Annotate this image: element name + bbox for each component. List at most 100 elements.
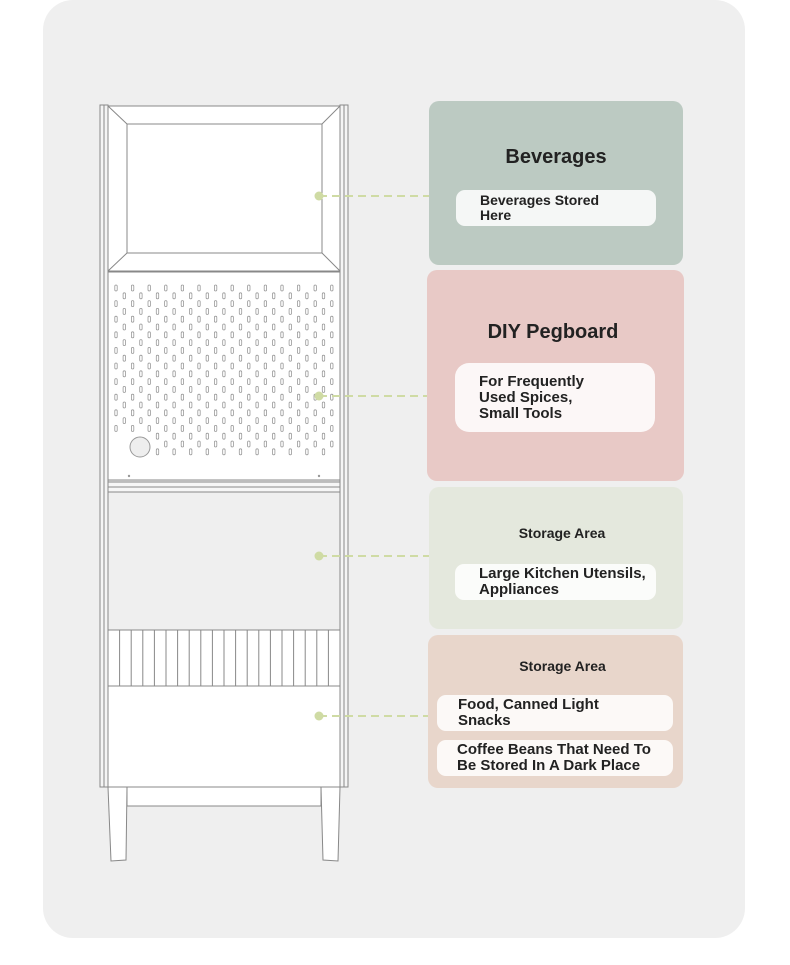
- pegboard-hole: [330, 331, 334, 339]
- pegboard-hole: [122, 417, 126, 425]
- pegboard-hole: [263, 378, 268, 386]
- pegboard-hole: [247, 346, 251, 354]
- pegboard-hole: [172, 401, 176, 409]
- pegboard-hole: [180, 393, 184, 401]
- pegboard-hole: [205, 432, 209, 440]
- pegboard-hole: [122, 354, 126, 362]
- pegboard-hole: [280, 315, 284, 323]
- pegboard-hole: [189, 448, 193, 456]
- pegboard-hole: [305, 307, 309, 315]
- pegboard-hole: [222, 417, 226, 425]
- pegboard-hole: [147, 346, 151, 354]
- pegboard-hole: [139, 292, 143, 300]
- pegboard-hole: [164, 284, 168, 292]
- pegboard-hole: [172, 385, 176, 393]
- pegboard-hole: [139, 323, 143, 331]
- pegboard-hole: [213, 300, 218, 308]
- pegboard-hole: [155, 354, 160, 362]
- pegboard-hole: [230, 362, 234, 370]
- pegboard-hole: [213, 284, 218, 292]
- pegboard-hole: [189, 307, 193, 315]
- pegboard-hole: [164, 362, 168, 370]
- pegboard-hole: [122, 323, 126, 331]
- pegboard-hole: [172, 307, 176, 315]
- pegboard-hole: [247, 315, 251, 323]
- pegboard-hole: [147, 424, 151, 432]
- pegboard-hole: [114, 393, 118, 401]
- pegboard-hole: [213, 440, 218, 448]
- pegboard-hole: [114, 378, 118, 386]
- pegboard-hole: [330, 315, 334, 323]
- pegboard-hole: [272, 448, 276, 456]
- pegboard-hole: [296, 346, 301, 354]
- pegboard-hole: [180, 315, 184, 323]
- pegboard-hole: [288, 401, 292, 409]
- pegboard-hole: [222, 292, 226, 300]
- pegboard-hole: [321, 339, 326, 347]
- pegboard-hole: [330, 378, 334, 386]
- card-title: Beverages: [505, 146, 607, 168]
- pegboard-hole: [164, 331, 168, 339]
- pegboard-hole: [155, 385, 160, 393]
- pegboard-hole: [247, 362, 251, 370]
- pegboard-hole: [197, 409, 201, 417]
- pegboard-hole: [263, 300, 268, 308]
- pegboard-hole: [130, 300, 135, 308]
- pegboard-hole: [222, 339, 226, 347]
- pegboard-hole: [238, 339, 243, 347]
- pegboard-hole: [272, 354, 276, 362]
- pegboard-hole: [147, 284, 151, 292]
- pegboard-hole: [296, 440, 301, 448]
- pegboard-hole: [122, 370, 126, 378]
- pegboard-hole: [197, 346, 201, 354]
- pegboard-hole: [213, 409, 218, 417]
- pegboard-hole: [205, 370, 209, 378]
- pegboard-hole: [280, 393, 284, 401]
- pegboard-hole: [288, 354, 292, 362]
- pegboard-hole: [155, 432, 160, 440]
- card-item: Large Kitchen Utensils, Appliances: [455, 564, 656, 600]
- pegboard-hole: [280, 300, 284, 308]
- pegboard-hole: [147, 378, 151, 386]
- pegboard-hole: [330, 424, 334, 432]
- pegboard-hole: [122, 339, 126, 347]
- pegboard-hole: [139, 417, 143, 425]
- pegboard-hole: [139, 354, 143, 362]
- pegboard-hole: [330, 393, 334, 401]
- pegboard-hole: [189, 339, 193, 347]
- pegboard-hole: [263, 409, 268, 417]
- pegboard-hole: [255, 432, 259, 440]
- card-title: Storage Area: [519, 658, 606, 674]
- pegboard-hole: [114, 409, 118, 417]
- pegboard-hole: [130, 424, 135, 432]
- pegboard-hole: [222, 370, 226, 378]
- pegboard-hole: [255, 370, 259, 378]
- pegboard-hole: [155, 401, 160, 409]
- pegboard-hole: [288, 307, 292, 315]
- pegboard-hole: [280, 284, 284, 292]
- pegboard-hole: [263, 331, 268, 339]
- pegboard-hole: [180, 378, 184, 386]
- pegboard-hole: [238, 307, 243, 315]
- pegboard-hole: [197, 315, 201, 323]
- pegboard-hole: [172, 370, 176, 378]
- pegboard-hole: [130, 331, 135, 339]
- pegboard-hole: [238, 370, 243, 378]
- pegboard-hole: [255, 448, 259, 456]
- pegboard-hole: [155, 339, 160, 347]
- pegboard-hole: [164, 315, 168, 323]
- pegboard-hole: [247, 424, 251, 432]
- pegboard-hole: [321, 448, 326, 456]
- pegboard-hole: [172, 339, 176, 347]
- pegboard-hole: [172, 417, 176, 425]
- pegboard-hole: [147, 362, 151, 370]
- pegboard-hole: [238, 448, 243, 456]
- pegboard-hole: [205, 385, 209, 393]
- pegboard-hole: [164, 300, 168, 308]
- pegboard-hole: [296, 315, 301, 323]
- pegboard-hole: [172, 323, 176, 331]
- pegboard-hole: [280, 331, 284, 339]
- pegboard-hole: [114, 424, 118, 432]
- pegboard-hole: [305, 370, 309, 378]
